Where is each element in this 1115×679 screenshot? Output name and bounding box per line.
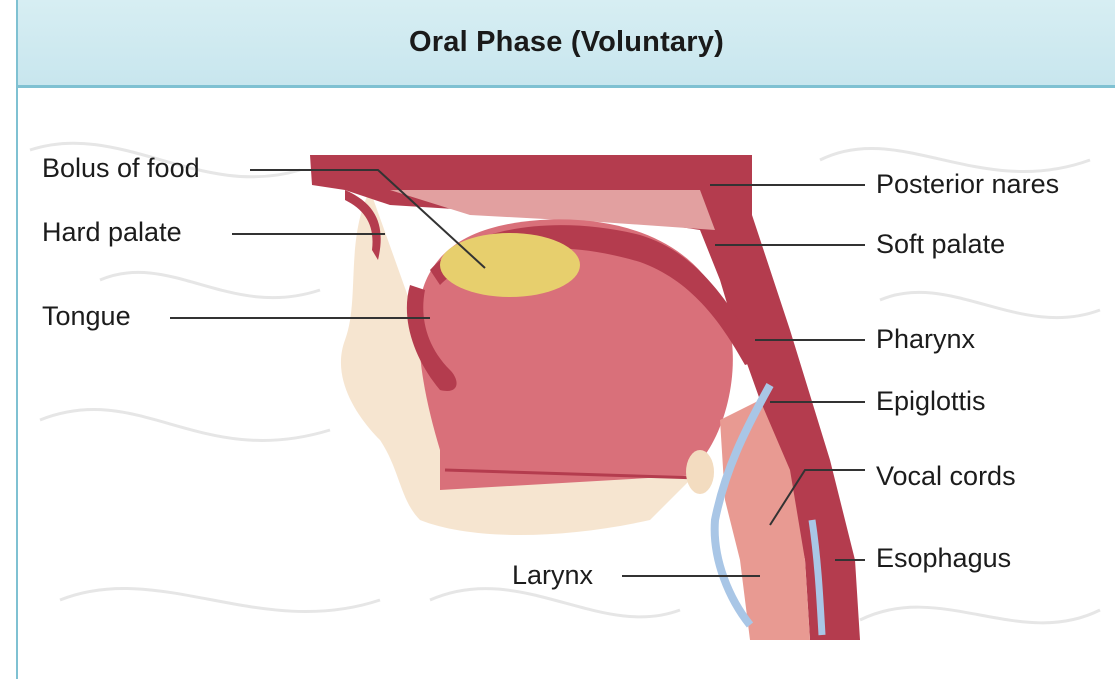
label-posterior-nares: Posterior nares [876,168,1059,200]
label-tongue: Tongue [42,300,131,332]
label-larynx: Larynx [512,559,593,591]
label-epiglottis: Epiglottis [876,385,986,417]
label-vocal-cords: Vocal cords [876,460,1016,492]
hyoid [686,450,714,494]
label-esophagus: Esophagus [876,542,1011,574]
label-hard-palate: Hard palate [42,216,182,248]
label-pharynx: Pharynx [876,323,975,355]
label-bolus-of-food: Bolus of food [42,152,200,184]
label-soft-palate: Soft palate [876,228,1005,260]
bolus-of-food [440,233,580,297]
